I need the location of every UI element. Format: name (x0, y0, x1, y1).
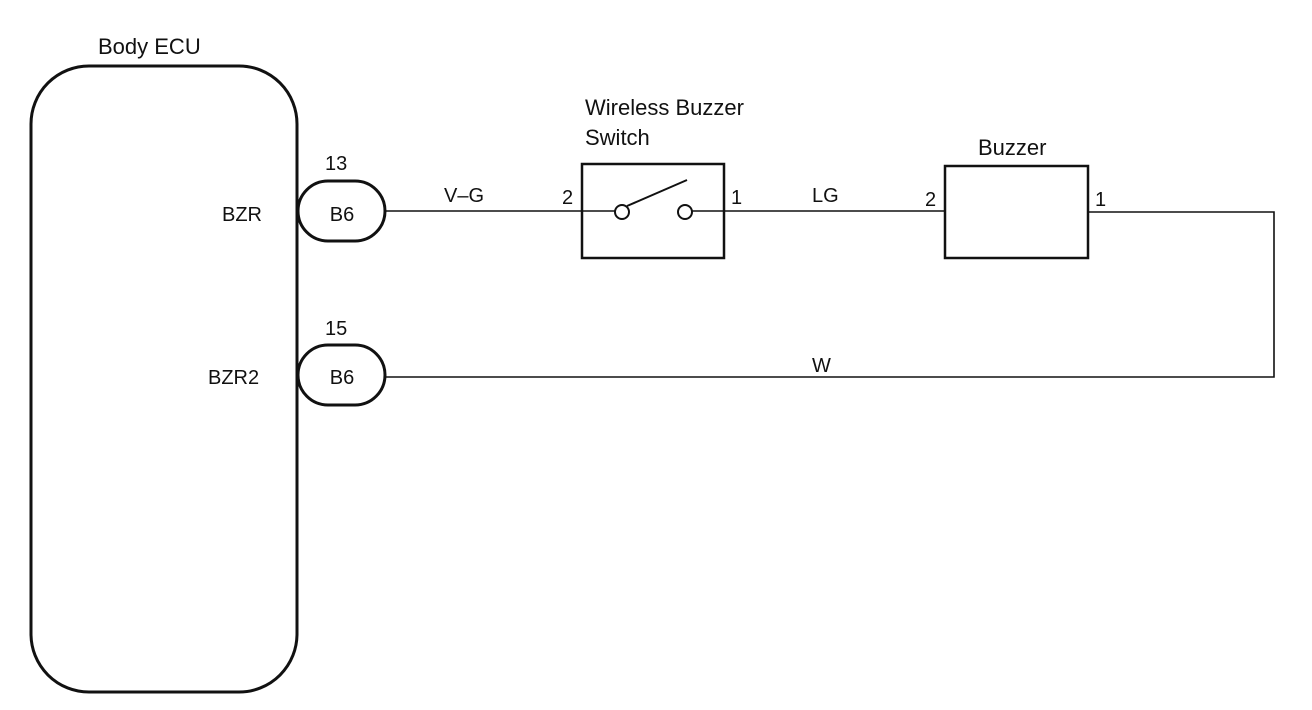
switch-pin-left: 2 (562, 187, 573, 209)
switch-contact-right-icon (677, 204, 693, 220)
connector-id-top: B6 (330, 204, 354, 226)
connector-id-bottom: B6 (330, 367, 354, 389)
switch-lever-icon (626, 179, 688, 207)
wire-lg: LG (724, 185, 945, 212)
wireless-buzzer-switch: Wireless Buzzer Switch 2 1 (562, 95, 744, 260)
wire-label-v-g: V–G (444, 185, 484, 207)
terminal-label-bzr2: BZR2 (208, 367, 259, 389)
connector-bzr2: 15 B6 (296, 318, 387, 407)
connector-b6-bottom (296, 343, 387, 407)
switch-title-line1: Wireless Buzzer (585, 95, 744, 120)
buzzer-pin-left: 2 (925, 189, 936, 211)
buzzer: Buzzer 2 1 (925, 135, 1106, 260)
wire-label-lg: LG (812, 185, 839, 207)
switch-title-line2: Switch (585, 125, 650, 150)
body-ecu: Body ECU BZR BZR2 (29, 34, 299, 694)
wire-label-w: W (812, 355, 831, 377)
wire-w: W (385, 211, 1275, 378)
wire-v-g: V–G (385, 185, 582, 212)
switch-pin-right: 1 (731, 187, 742, 209)
buzzer-box (943, 164, 1090, 260)
connector-pin-13: 13 (325, 153, 347, 175)
body-ecu-title: Body ECU (98, 34, 201, 59)
connector-pin-15: 15 (325, 318, 347, 340)
buzzer-title: Buzzer (978, 135, 1046, 160)
switch-contact-left-icon (614, 204, 630, 220)
connector-bzr: 13 B6 (296, 153, 387, 243)
terminal-label-bzr: BZR (222, 204, 262, 226)
buzzer-pin-right: 1 (1095, 189, 1106, 211)
